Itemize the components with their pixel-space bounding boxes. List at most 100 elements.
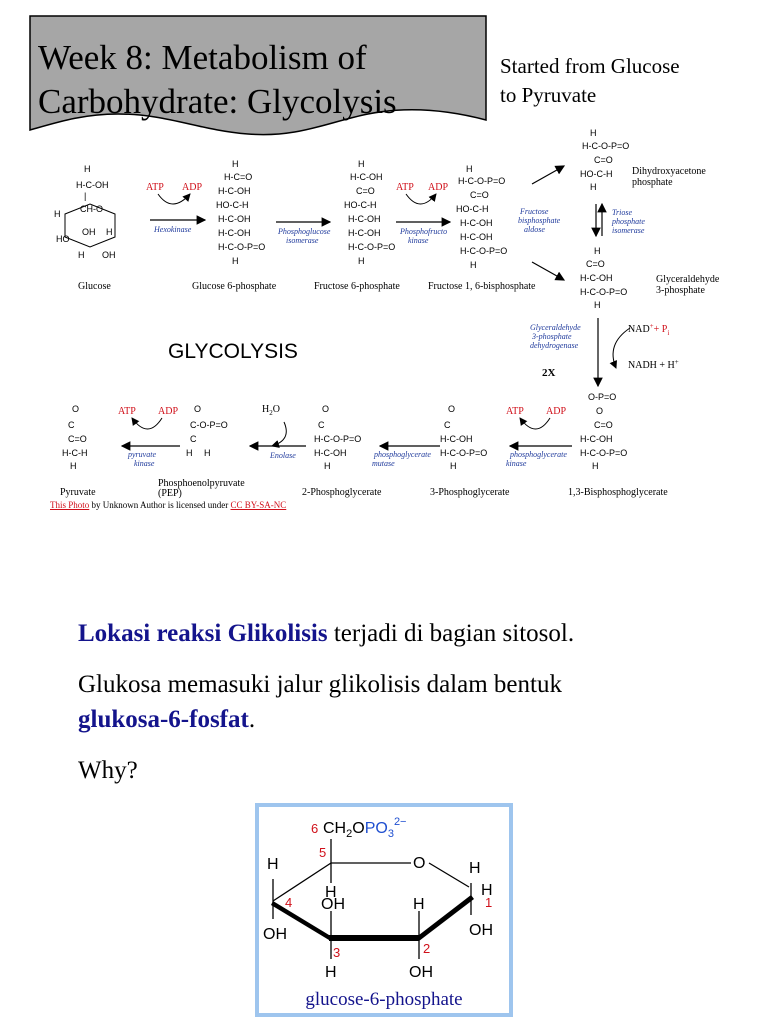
svg-text:O: O xyxy=(322,404,329,414)
svg-text:H: H xyxy=(450,461,457,471)
svg-text:C: C xyxy=(444,420,451,430)
gap-label-2: 3-phosphate xyxy=(656,285,705,296)
svg-text:H: H xyxy=(594,300,601,310)
svg-text:C=O: C=O xyxy=(356,186,375,196)
svg-text:HO-C-H: HO-C-H xyxy=(344,200,377,210)
enzyme-enolase: Enolase xyxy=(269,451,296,460)
body-line3: glukosa-6-fosfat. xyxy=(78,703,255,737)
subtitle-line1: Started from Glucose xyxy=(500,54,680,78)
svg-text:H: H xyxy=(70,461,77,471)
svg-text:O: O xyxy=(448,404,455,414)
svg-text:O-P=O: O-P=O xyxy=(588,392,616,402)
svg-text:H: H xyxy=(325,884,337,901)
svg-text:H-C-OH: H-C-OH xyxy=(348,228,381,238)
svg-text:H-C=O: H-C=O xyxy=(224,172,252,182)
svg-text:O: O xyxy=(194,404,201,414)
f16bp-label: Fructose 1, 6-bisphosphate xyxy=(428,281,536,292)
svg-text:H: H xyxy=(106,227,113,237)
slide-title-line2: Carbohydrate: Glycolysis xyxy=(38,82,397,121)
svg-text:OH: OH xyxy=(321,896,345,913)
svg-text:5: 5 xyxy=(319,845,326,860)
svg-text:6: 6 xyxy=(311,821,318,836)
body-line1-rest: terjadi di bagian sitosol. xyxy=(327,620,575,647)
body-line1-bold: Lokasi reaksi Glikolisis xyxy=(78,620,328,647)
enzyme-pk-2: kinase xyxy=(134,459,155,468)
svg-text:C=O: C=O xyxy=(586,259,605,269)
svg-text:H-C-OH: H-C-OH xyxy=(580,273,613,283)
nad-label: NAD++ Pi xyxy=(628,322,669,337)
water-label: H2O xyxy=(262,404,280,417)
svg-text:|: | xyxy=(84,191,86,201)
g6p-caption: glucose-6-phosphate xyxy=(305,989,462,1010)
f16bp-structure: H H-C-O-P=O C=O HO-C-H H-C-OH H-C-OH H-C… xyxy=(456,164,507,270)
svg-text:OH: OH xyxy=(409,964,433,981)
svg-text:H: H xyxy=(466,164,473,174)
svg-text:H: H xyxy=(324,461,331,471)
svg-text:HO-C-H: HO-C-H xyxy=(216,200,249,210)
svg-text:H: H xyxy=(325,964,337,981)
dhap-label-2: phosphate xyxy=(632,177,673,188)
enzyme-pk-1: pyruvate xyxy=(127,450,156,459)
svg-text:O: O xyxy=(72,404,79,414)
svg-text:H-C-OH: H-C-OH xyxy=(580,434,613,444)
svg-text:OH: OH xyxy=(102,250,116,260)
svg-text:HO-C-H: HO-C-H xyxy=(580,169,613,179)
svg-text:H-C-OH: H-C-OH xyxy=(460,232,493,242)
svg-text:H-C-OH: H-C-OH xyxy=(76,180,109,190)
dhap-structure: H H-C-O-P=O C=O HO-C-H H xyxy=(580,128,629,192)
svg-text:3: 3 xyxy=(333,945,340,960)
svg-text:H-C-OH: H-C-OH xyxy=(218,228,251,238)
pg2-structure: O C H-C-O-P=O H-C-OH H xyxy=(314,404,361,471)
pep-label-2: (PEP) xyxy=(158,488,182,499)
license-link[interactable]: CC BY-SA-NC xyxy=(230,500,287,510)
svg-text:H-C-OH: H-C-OH xyxy=(350,172,383,182)
enzyme-pgk-1: phosphoglycerate xyxy=(509,450,567,459)
svg-text:H-C-O-P=O: H-C-O-P=O xyxy=(218,242,265,252)
svg-text:H: H xyxy=(590,128,597,138)
f6p-structure: H H-C-OH C=O HO-C-H H-C-OH H-C-OH H-C-O-… xyxy=(344,159,395,266)
svg-text:H-C-OH: H-C-OH xyxy=(314,448,347,458)
svg-text:OH: OH xyxy=(82,227,96,237)
gap-label-1: Glyceraldehyde xyxy=(656,274,720,285)
svg-text:H-C-O-P=O: H-C-O-P=O xyxy=(580,448,627,458)
g6p-haworth-structure: 6 CH2OPO32− O H 1 H OH 5 H H xyxy=(263,816,493,1010)
glucose-label: Glucose xyxy=(78,281,111,292)
enzyme-pgi-2: isomerase xyxy=(286,236,319,245)
svg-text:H-C-O-P=O: H-C-O-P=O xyxy=(348,242,395,252)
svg-text:H: H xyxy=(54,209,61,219)
svg-text:H: H xyxy=(469,860,481,877)
enzyme-pgk-2: kinase xyxy=(506,459,527,468)
svg-text:OH: OH xyxy=(263,926,287,943)
svg-text:C: C xyxy=(68,420,75,430)
slide-title-line1: Week 8: Metabolism of xyxy=(38,38,367,77)
svg-text:H: H xyxy=(592,461,599,471)
svg-text:H-C-OH: H-C-OH xyxy=(218,214,251,224)
g6p-structure: H H-C=O H-C-OH HO-C-H H-C-OH H-C-OH H-C-… xyxy=(216,159,265,266)
pyruvate-label: Pyruvate xyxy=(60,487,96,498)
nadh-label: NADH + H+ xyxy=(628,358,679,371)
svg-text:H-C-O-P=O: H-C-O-P=O xyxy=(440,448,487,458)
svg-text:C: C xyxy=(190,434,197,444)
pg3-label: 3-Phosphoglycerate xyxy=(430,487,510,498)
svg-text:H: H xyxy=(594,246,601,256)
bpg13-structure: O-P=O O C=O H-C-OH H-C-O-P=O H xyxy=(580,392,627,471)
glucose-structure: H H-C-OH | CH-O H HO OH H H OH xyxy=(54,164,116,260)
bpg13-label: 1,3-Bisphosphoglycerate xyxy=(568,487,668,498)
atp-label-4: ATP xyxy=(118,406,136,417)
atp-label-3: ATP xyxy=(506,406,524,417)
svg-text:H-C-OH: H-C-OH xyxy=(460,218,493,228)
svg-text:1: 1 xyxy=(485,895,492,910)
gap-structure: H C=O H-C-OH H-C-O-P=O H xyxy=(580,246,627,310)
enzyme-tpi-1: Triose xyxy=(612,208,632,217)
svg-text:HO: HO xyxy=(56,234,70,244)
svg-text:C: C xyxy=(318,420,325,430)
svg-text:C=O: C=O xyxy=(594,155,613,165)
enzyme-aldolase-1: Fructose xyxy=(519,207,549,216)
svg-text:CH-O: CH-O xyxy=(80,204,103,214)
photo-link[interactable]: This Photo xyxy=(50,500,90,510)
adp-label-3: ADP xyxy=(546,406,566,417)
svg-text:O: O xyxy=(596,406,603,416)
pep-label-1: Phosphoenolpyruvate xyxy=(158,478,245,489)
pg3-structure: O C H-C-OH H-C-O-P=O H xyxy=(440,404,487,471)
svg-text:H-C-O-P=O: H-C-O-P=O xyxy=(314,434,361,444)
